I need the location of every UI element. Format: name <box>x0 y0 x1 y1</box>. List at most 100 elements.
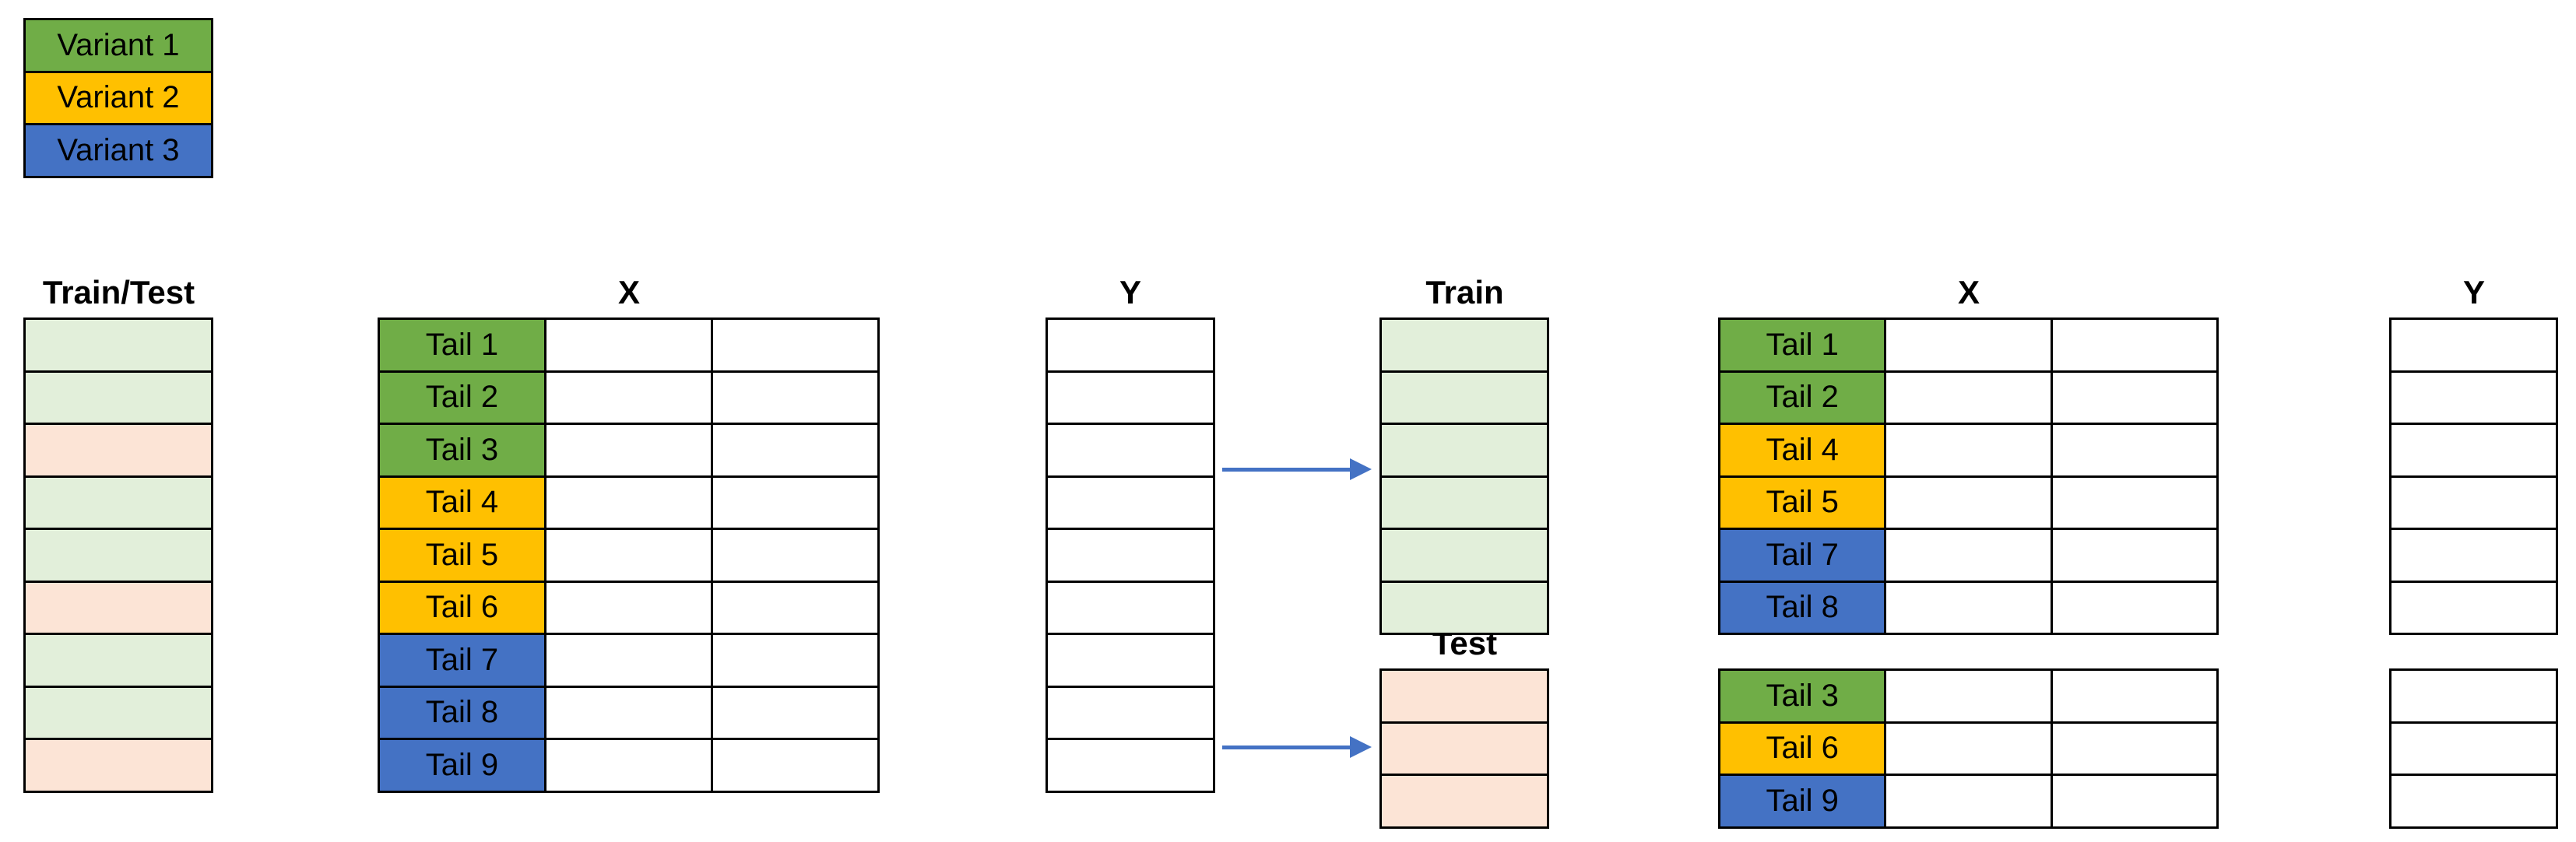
tail-label-cell: Tail 4 <box>378 475 546 530</box>
table-row: Tail 1 <box>378 318 880 373</box>
tail-label-cell: Tail 7 <box>378 633 546 688</box>
table-row <box>1046 528 1215 583</box>
train-arrow-shaft <box>1222 467 1351 472</box>
y-left-header: Y <box>1119 274 1141 310</box>
table-row <box>1379 774 1549 829</box>
table-row <box>1379 721 1549 776</box>
data-cell <box>1379 721 1549 776</box>
data-cell <box>2389 668 2558 724</box>
empty-data-cell <box>1884 668 2053 724</box>
empty-data-cell <box>2050 423 2219 478</box>
empty-data-cell <box>544 370 713 425</box>
empty-data-cell <box>2050 370 2219 425</box>
table-row: Tail 7 <box>378 633 880 688</box>
table-row <box>23 528 213 583</box>
table-row <box>1046 475 1215 530</box>
empty-data-cell <box>2050 721 2219 776</box>
table-row <box>1046 685 1215 740</box>
tail-label-cell: Tail 8 <box>378 685 546 740</box>
table-row: Tail 4 <box>378 475 880 530</box>
data-cell <box>1046 370 1215 425</box>
empty-data-cell <box>1884 370 2053 425</box>
table-row: Tail 3 <box>1717 668 2219 724</box>
empty-data-cell <box>1884 721 2053 776</box>
data-cell <box>1046 633 1215 688</box>
tail-label-cell: Tail 6 <box>378 580 546 635</box>
tail-label-cell: Tail 5 <box>378 528 546 583</box>
data-cell <box>1046 475 1215 530</box>
tail-label-cell: Tail 3 <box>378 423 546 478</box>
table-row <box>1379 370 1549 425</box>
table-row <box>2389 370 2558 425</box>
table-row: Variant 2 <box>23 70 213 125</box>
table-row: Variant 3 <box>23 123 213 178</box>
table-row <box>2389 668 2558 724</box>
tail-label-cell: Tail 4 <box>1717 423 1887 478</box>
empty-data-cell <box>2050 580 2219 635</box>
data-cell <box>23 685 213 740</box>
data-cell <box>1379 370 1549 425</box>
data-cell <box>2389 721 2558 776</box>
y-right-header: Y <box>2462 274 2485 310</box>
data-cell <box>1379 318 1549 373</box>
table-row: Tail 5 <box>378 528 880 583</box>
table-row <box>23 685 213 740</box>
tail-label-cell: Tail 1 <box>1717 318 1887 373</box>
test-arrow-head <box>1350 736 1372 758</box>
tail-label-cell: Tail 3 <box>1717 668 1887 724</box>
empty-data-cell <box>1884 580 2053 635</box>
empty-data-cell <box>544 423 713 478</box>
empty-data-cell <box>711 528 880 583</box>
empty-data-cell <box>2050 528 2219 583</box>
table-row: Tail 6 <box>378 580 880 635</box>
table-row <box>2389 721 2558 776</box>
empty-data-cell <box>711 423 880 478</box>
empty-data-cell <box>544 475 713 530</box>
empty-data-cell <box>711 370 880 425</box>
table-row: Tail 9 <box>1717 774 2219 829</box>
test-split-arrow <box>1222 736 1372 758</box>
table-row <box>1046 318 1215 373</box>
legend-item: Variant 3 <box>23 123 213 178</box>
empty-data-cell <box>1884 475 2053 530</box>
empty-data-cell <box>544 580 713 635</box>
tail-label-cell: Tail 2 <box>378 370 546 425</box>
legend-item: Variant 1 <box>23 18 213 73</box>
tail-label-cell: Tail 5 <box>1717 475 1887 530</box>
data-cell <box>2389 774 2558 829</box>
train-test-column-header: Train/Test <box>42 274 195 310</box>
table-row: Tail 3 <box>378 423 880 478</box>
data-cell <box>2389 528 2558 583</box>
table-row <box>1379 318 1549 373</box>
y-right-upper-column <box>2389 318 2558 635</box>
table-row <box>1046 370 1215 425</box>
table-row <box>1046 423 1215 478</box>
table-row <box>23 580 213 635</box>
data-cell <box>2389 318 2558 373</box>
data-cell <box>1379 528 1549 583</box>
table-row: Tail 6 <box>1717 721 2219 776</box>
data-cell <box>1046 528 1215 583</box>
train-table <box>1379 318 1549 635</box>
table-row: Tail 2 <box>378 370 880 425</box>
empty-data-cell <box>2050 475 2219 530</box>
data-cell <box>1379 580 1549 635</box>
data-cell <box>23 580 213 635</box>
test-table <box>1379 668 1549 829</box>
data-cell <box>23 738 213 793</box>
table-row <box>23 475 213 530</box>
empty-data-cell <box>711 685 880 740</box>
data-cell <box>23 370 213 425</box>
empty-data-cell <box>2050 668 2219 724</box>
empty-data-cell <box>711 318 880 373</box>
table-row <box>1379 668 1549 724</box>
tail-label-cell: Tail 9 <box>1717 774 1887 829</box>
table-row <box>23 423 213 478</box>
table-row <box>1379 528 1549 583</box>
empty-data-cell <box>1884 423 2053 478</box>
empty-data-cell <box>2050 318 2219 373</box>
